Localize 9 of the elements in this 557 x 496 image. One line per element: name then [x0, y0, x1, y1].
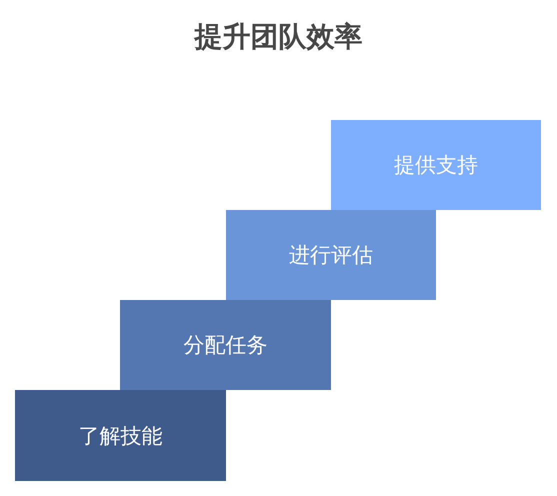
step-label: 进行评估	[289, 242, 373, 269]
step-block	[120, 300, 331, 390]
step-label: 分配任务	[184, 332, 268, 359]
step-block	[226, 210, 436, 300]
step-block	[15, 390, 226, 481]
step-label: 提供支持	[394, 152, 478, 179]
diagram-title: 提升团队效率	[192, 19, 364, 55]
step-label: 了解技能	[78, 422, 162, 450]
step-block	[331, 120, 541, 210]
